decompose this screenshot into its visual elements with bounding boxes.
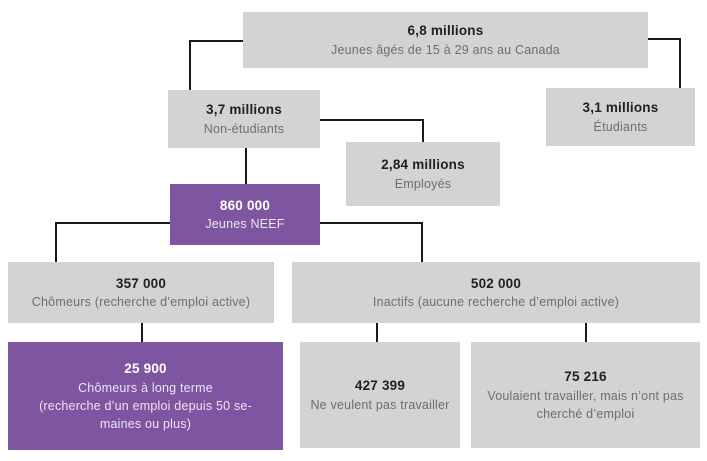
node-neet-label: Jeunes NEEF [205,217,285,232]
node-neet-number: 860 000 [219,197,271,213]
node-wanted-to-work: 75 216 Voulaient travailler, mais n’ont … [471,342,700,448]
node-inactive-label: Inactifs (aucune recherche d’emploi acti… [372,295,620,310]
node-dont-want-to-work-label: Ne veulent pas travailler [310,397,450,412]
connector-nonstudents-to-employed-v [422,119,424,142]
node-inactive-number: 502 000 [470,275,522,291]
node-unemployed-number: 357 000 [115,275,167,291]
node-neet: 860 000 Jeunes NEEF [170,184,320,245]
connector-inactive-to-dontwant-v [376,323,378,342]
connector-inactive-to-wanted-v [585,323,587,342]
connector-neet-to-unemployed-h [55,222,170,224]
node-total-youth-label: Jeunes âgés de 15 à 29 ans au Canada [331,42,560,57]
node-dont-want-to-work-number: 427 399 [354,378,406,394]
node-long-term-unemployed-label: Chômeurs à long terme (recherche d’un em… [39,380,252,431]
node-employed-label: Employés [394,176,452,191]
node-unemployed-label: Chômeurs (recherche d’emploi active) [31,295,251,310]
node-students-label: Étudiants [593,119,648,134]
connector-total-to-nonstudents-v [189,40,191,90]
connector-total-to-nonstudents-h [189,40,243,42]
node-employed: 2,84 millions Employés [346,142,500,206]
node-unemployed: 357 000 Chômeurs (recherche d’emploi act… [8,262,274,323]
node-students: 3,1 millions Étudiants [546,88,695,146]
node-long-term-unemployed: 25 900 Chômeurs à long terme (recherche … [8,342,283,450]
node-total-youth-number: 6,8 millions [407,23,484,39]
node-wanted-to-work-label: Voulaient travailler, mais n’ont pas che… [487,388,684,421]
node-wanted-to-work-number: 75 216 [564,369,607,385]
connector-neet-to-unemployed-v [55,222,57,262]
node-non-students: 3,7 millions Non-étudiants [168,90,320,148]
node-long-term-unemployed-number: 25 900 [124,361,167,377]
connector-total-to-students-h [648,38,681,40]
connector-neet-to-inactive-v [421,222,423,262]
node-non-students-label: Non-étudiants [203,121,285,136]
connector-neet-to-inactive-h [320,222,423,224]
node-dont-want-to-work: 427 399 Ne veulent pas travailler [300,342,460,448]
connector-unemployed-to-longterm-v [141,323,143,342]
node-employed-number: 2,84 millions [381,157,465,173]
node-total-youth: 6,8 millions Jeunes âgés de 15 à 29 ans … [243,12,648,68]
connector-nonstudents-to-neet-v [245,148,247,184]
node-inactive: 502 000 Inactifs (aucune recherche d’emp… [292,262,700,323]
connector-total-to-students-v [679,38,681,88]
connector-nonstudents-to-employed-h [320,119,424,121]
node-students-number: 3,1 millions [582,100,659,116]
node-non-students-number: 3,7 millions [206,102,282,118]
